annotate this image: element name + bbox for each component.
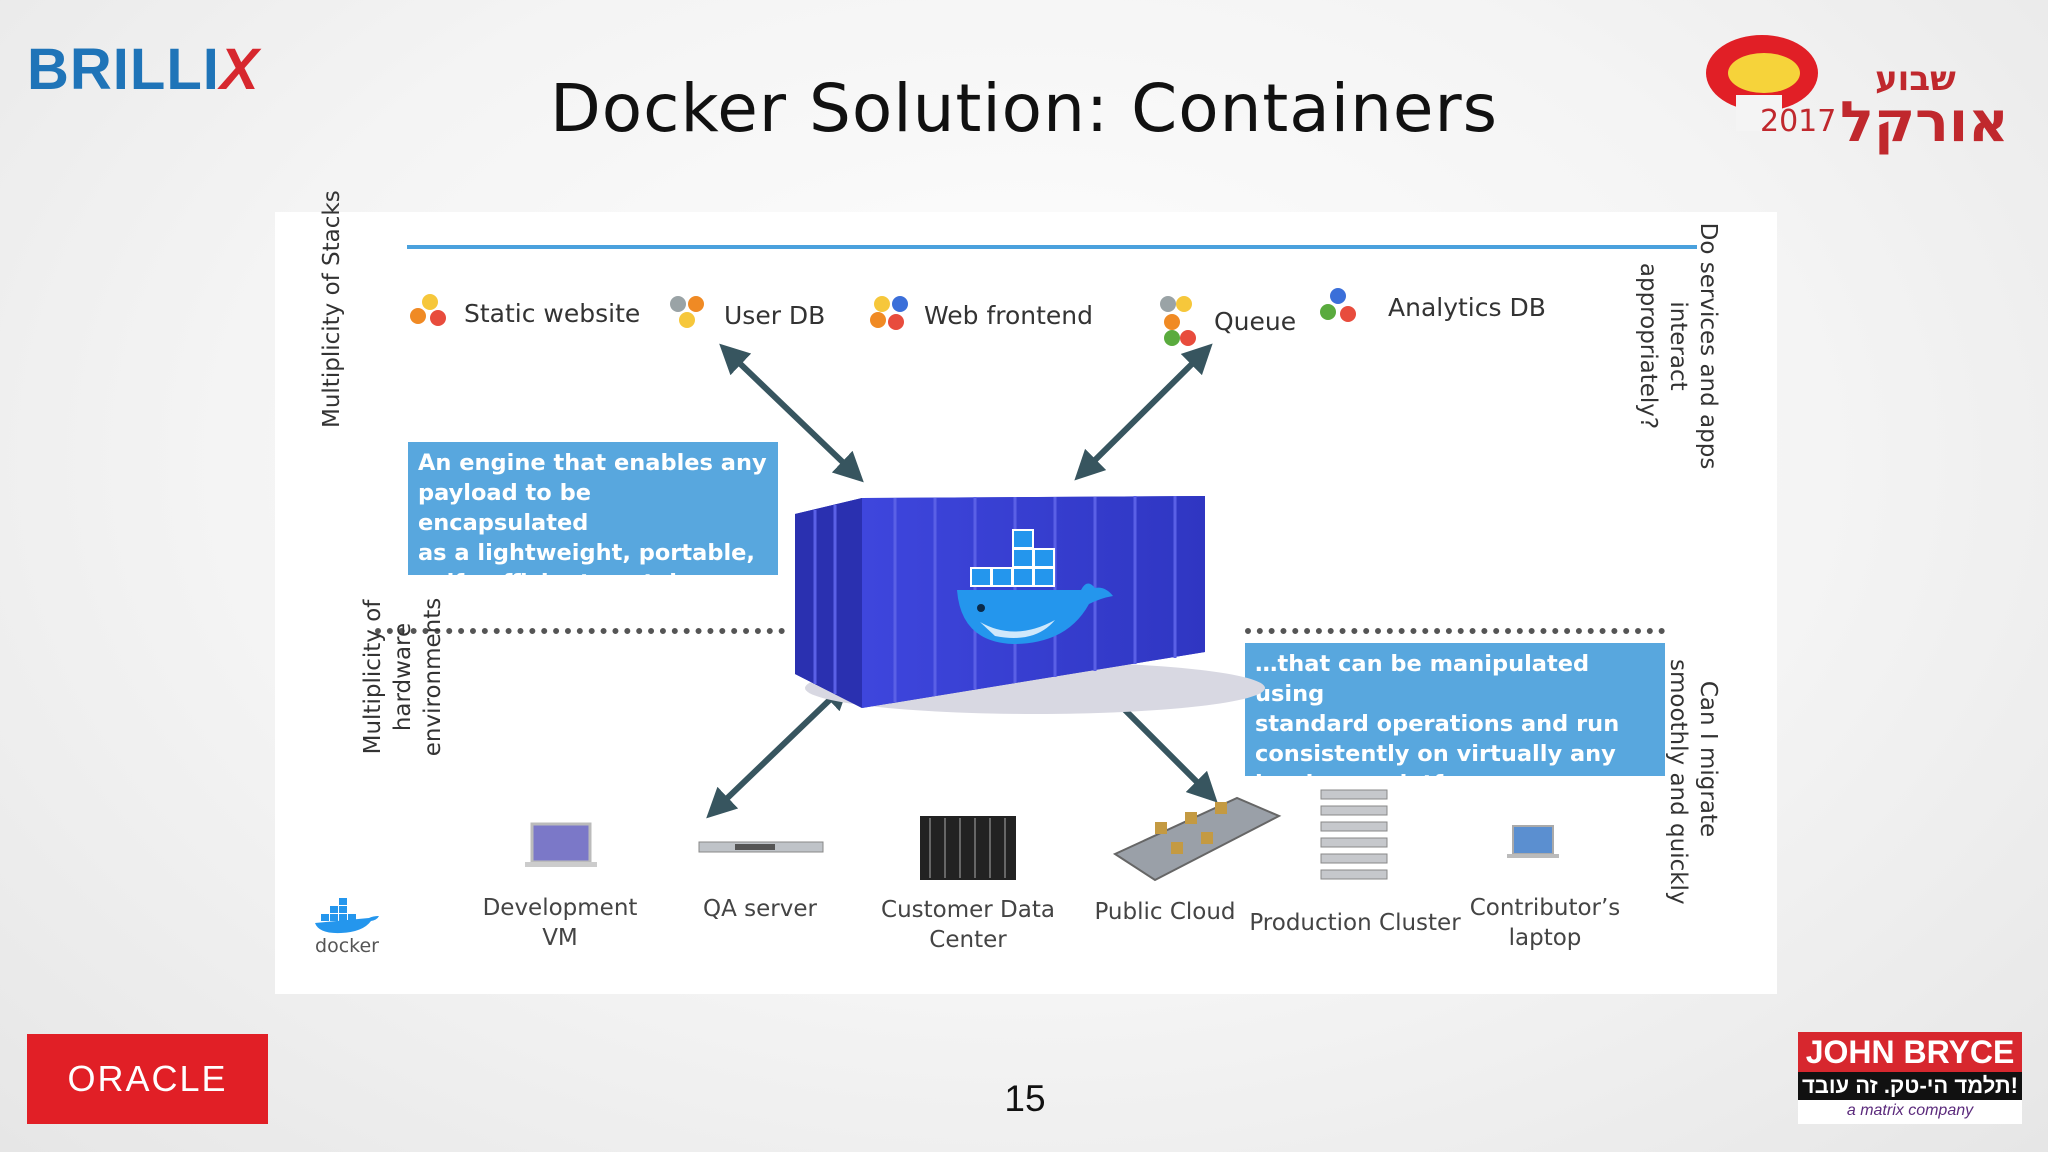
stack-label: Static website — [464, 298, 641, 328]
colored-dots-icon — [410, 294, 448, 332]
oracle-week-year: 2017 — [1760, 104, 1837, 139]
hw-customer-data-center: Customer Data Center — [881, 897, 1055, 953]
john-bryce-logo: JOHN BRYCE תלמד הי-טק. זה עובד! a matrix… — [1798, 1032, 2022, 1124]
stack-static-website: Static website — [410, 294, 640, 332]
colored-dots-icon — [670, 296, 708, 334]
hw-public-cloud: Public Cloud — [1094, 899, 1236, 925]
oracle-week-hebrew-top: שבוע — [1875, 59, 1956, 99]
brillix-logo-x: X — [219, 37, 260, 102]
server-stack-icon — [1320, 789, 1388, 880]
stack-label: Web frontend — [924, 300, 1094, 330]
slide-title: Docker Solution: Containers — [549, 70, 1499, 147]
laptop-icon — [1507, 825, 1559, 858]
oracle-week-logo: 2017 שבוע אורקל — [1700, 25, 2030, 155]
right-dotted-divider — [1245, 628, 1665, 634]
hardware-icons — [525, 789, 1559, 882]
stack-queue: Queue — [1160, 296, 1296, 346]
stack-label: User DB — [724, 300, 826, 330]
left-dotted-divider — [375, 628, 785, 634]
arrow-queue-container — [1074, 343, 1213, 481]
hw-contributors-laptop: Contributor’s laptop — [1469, 895, 1621, 951]
docker-whale-icon — [957, 529, 1113, 644]
colored-dots-icon — [1160, 296, 1198, 346]
john-bryce-title: JOHN BRYCE — [1798, 1032, 2022, 1072]
hw-development-vm: Development VM — [482, 895, 638, 951]
arrow-container-qa — [706, 679, 851, 819]
docker-logo: docker — [311, 894, 383, 964]
colored-dots-icon — [1320, 288, 1358, 326]
callout-manipulated: …that can be manipulated using standard … — [1245, 643, 1665, 797]
stack-analytics-db: Analytics DB — [1320, 288, 1546, 326]
blade-server-icon — [920, 816, 1016, 880]
top-blue-rule — [407, 245, 1697, 249]
stack-label: Analytics DB — [1388, 292, 1546, 322]
docker-whale-small-icon — [315, 898, 379, 934]
callout-engine: An engine that enables any payload to be… — [408, 442, 778, 596]
rack-server-icon — [698, 841, 824, 853]
docker-logo-text: docker — [315, 935, 379, 957]
docker-diagram: Static website User DB Web frontend Queu… — [275, 190, 1777, 994]
page-number: 15 — [1004, 1078, 1046, 1119]
stack-label: Queue — [1214, 306, 1297, 336]
oracle-week-emblem-icon — [1706, 35, 1818, 131]
hw-production-cluster: Production Cluster — [1249, 910, 1461, 936]
laptop-icon — [525, 822, 597, 867]
container-arrows-graphic — [706, 343, 1265, 819]
colored-dots-icon — [870, 296, 908, 334]
john-bryce-hebrew: תלמד הי-טק. זה עובד! — [1798, 1072, 2022, 1100]
john-bryce-tagline: a matrix company — [1846, 1102, 1974, 1119]
hw-qa-server: QA server — [703, 896, 817, 922]
stack-web-frontend: Web frontend — [870, 296, 1093, 334]
oracle-week-hebrew-main: אורקל — [1840, 90, 2009, 155]
brillix-logo: BRILLIX — [27, 36, 260, 103]
stack-user-db: User DB — [670, 296, 825, 334]
arrow-userdb-container — [719, 343, 864, 483]
oracle-logo: ORACLE — [27, 1034, 268, 1124]
brillix-logo-text: BRILLI — [27, 37, 220, 102]
motherboard-icon — [1112, 796, 1282, 882]
